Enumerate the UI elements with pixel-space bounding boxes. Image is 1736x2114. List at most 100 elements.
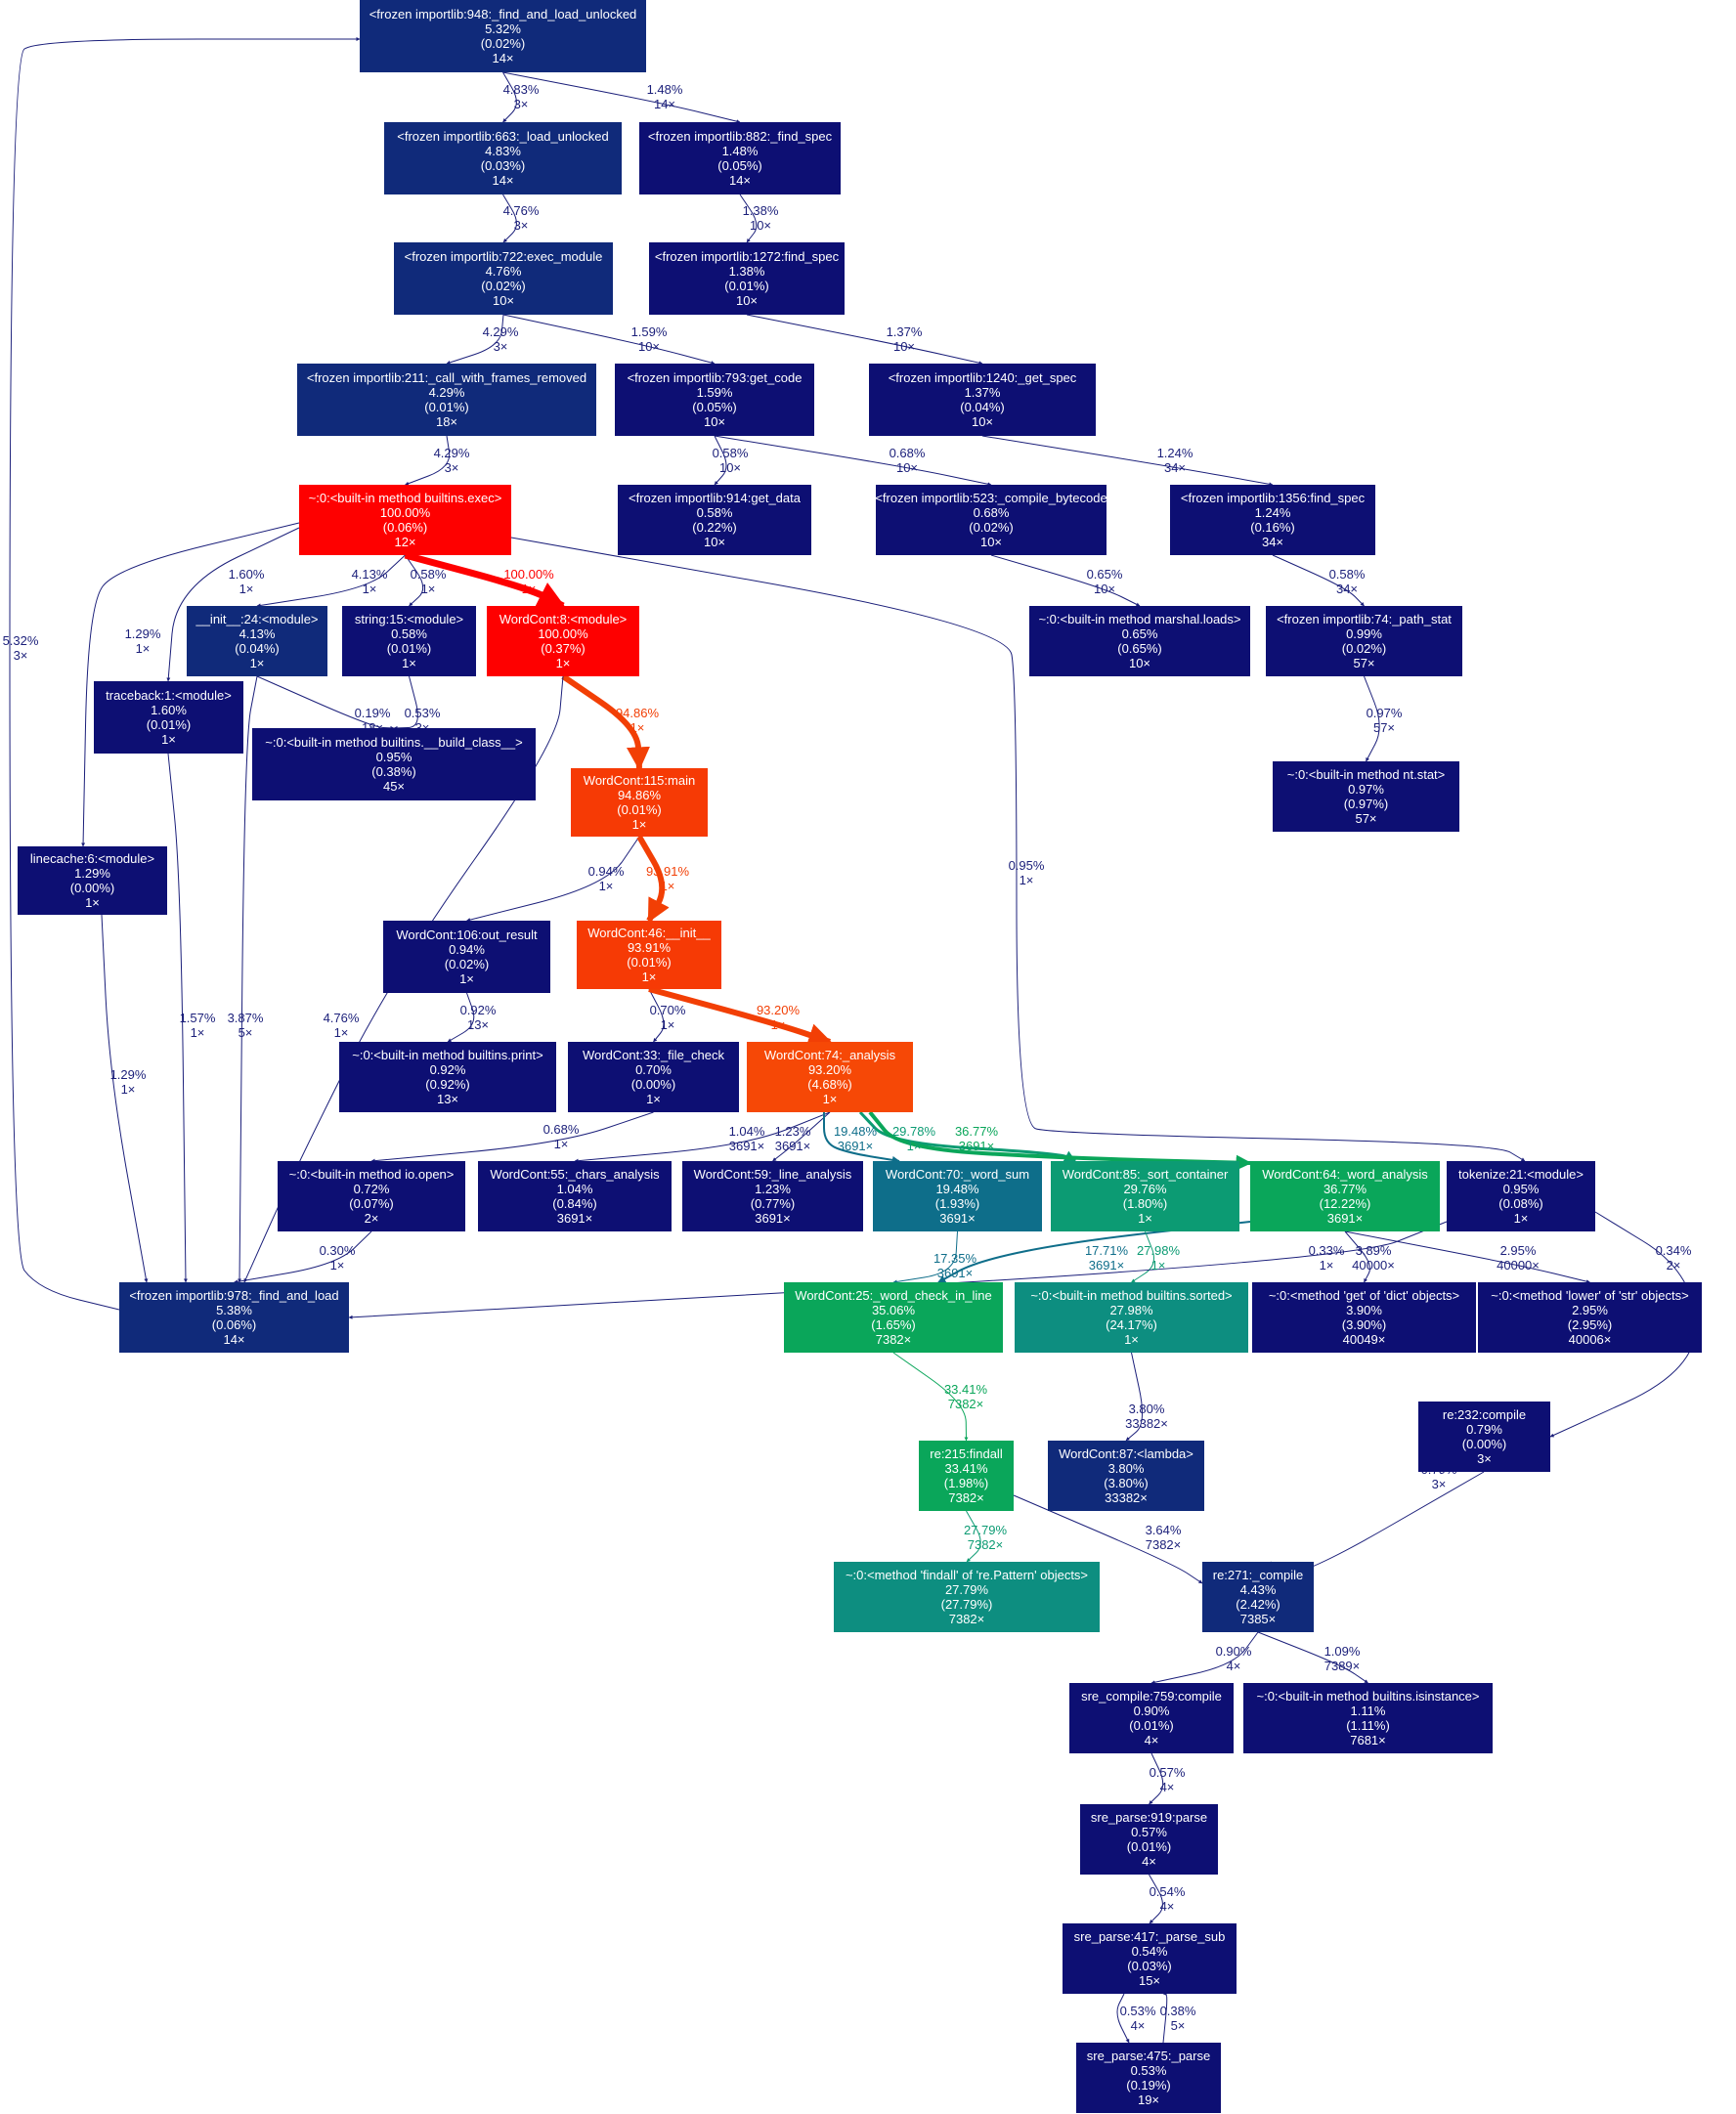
edge-percent: 36.77% bbox=[954, 1124, 999, 1139]
node-pattern-findall[interactable]: ~:0:<method 'findall' of 're.Pattern' ob… bbox=[834, 1562, 1100, 1632]
node-name: re:271:_compile bbox=[1212, 1568, 1304, 1582]
node-build-class[interactable]: ~:0:<built-in method builtins.__build_cl… bbox=[252, 728, 536, 800]
edge-label: 0.97%57× bbox=[1351, 706, 1417, 735]
node-name: WordCont:33:_file_check bbox=[582, 1048, 724, 1062]
edge-percent: 0.58% bbox=[1328, 567, 1366, 582]
node-calls: 13× bbox=[436, 1092, 459, 1106]
edge-label: 3.89%40000× bbox=[1340, 1243, 1407, 1273]
node-linecache[interactable]: linecache:6:<module>1.29%(0.00%)1× bbox=[18, 846, 167, 915]
edge-label: 27.98%1× bbox=[1125, 1243, 1192, 1273]
edge-calls: 1× bbox=[521, 582, 537, 596]
node-self: (1.11%) bbox=[1346, 1718, 1390, 1733]
edge-e50 bbox=[966, 1510, 981, 1563]
node-self: (0.07%) bbox=[349, 1196, 394, 1211]
edge-calls: 57× bbox=[1372, 720, 1396, 735]
node-total: 27.98% bbox=[1109, 1303, 1153, 1317]
edge-calls: 13× bbox=[466, 1017, 490, 1032]
node-self: (0.01%) bbox=[627, 955, 672, 970]
node-marshal[interactable]: ~:0:<built-in method marshal.loads>0.65%… bbox=[1029, 606, 1250, 676]
edge-percent: 17.35% bbox=[933, 1251, 977, 1266]
node-str-lower[interactable]: ~:0:<method 'lower' of 'str' objects>2.9… bbox=[1478, 1282, 1702, 1353]
edge-calls: 10× bbox=[718, 460, 742, 475]
node-lambda[interactable]: WordCont:87:<lambda>3.80%(3.80%)33382× bbox=[1048, 1441, 1204, 1511]
edge-calls: 7389× bbox=[1324, 1659, 1361, 1673]
node-name: WordCont:55:_chars_analysis bbox=[490, 1167, 660, 1182]
edge-percent: 4.29% bbox=[433, 446, 470, 460]
edge-calls: 3× bbox=[513, 97, 529, 111]
edge-percent: 0.92% bbox=[459, 1003, 497, 1017]
node-calls: 34× bbox=[1261, 535, 1284, 549]
node-traceback[interactable]: traceback:1:<module>1.60%(0.01%)1× bbox=[94, 681, 243, 754]
node-tokenize[interactable]: tokenize:21:<module>0.95%(0.08%)1× bbox=[1447, 1161, 1595, 1231]
edge-percent: 0.34% bbox=[1655, 1243, 1692, 1258]
node-total: 0.72% bbox=[353, 1182, 390, 1196]
node-total: 100.00% bbox=[379, 505, 431, 520]
node-calls: 45× bbox=[382, 779, 406, 794]
node-total: 19.48% bbox=[935, 1182, 979, 1196]
node-total: 0.90% bbox=[1133, 1704, 1170, 1718]
node-exec[interactable]: ~:0:<built-in method builtins.exec>100.0… bbox=[299, 485, 511, 555]
node-isinstance[interactable]: ~:0:<built-in method builtins.isinstance… bbox=[1243, 1683, 1493, 1753]
node-sorted[interactable]: ~:0:<built-in method builtins.sorted>27.… bbox=[1015, 1282, 1248, 1353]
edge-e36 bbox=[238, 675, 258, 1283]
node-calls: 4× bbox=[1142, 1854, 1156, 1869]
node-init[interactable]: WordCont:46:__init__93.91%(0.01%)1× bbox=[577, 921, 721, 989]
edge-calls: 34× bbox=[1335, 582, 1359, 596]
node-name: <frozen importlib:1356:find_spec bbox=[1180, 491, 1366, 505]
edge-percent: 0.38% bbox=[1159, 2004, 1196, 2018]
node-self: (1.80%) bbox=[1122, 1196, 1168, 1211]
node-dict-get[interactable]: ~:0:<method 'get' of 'dict' objects>3.90… bbox=[1252, 1282, 1476, 1353]
node-name: <frozen importlib:211:_call_with_frames_… bbox=[306, 370, 587, 385]
node-calls: 10× bbox=[971, 414, 994, 429]
edge-calls: 2× bbox=[1666, 1258, 1681, 1273]
edge-calls: 34× bbox=[1163, 460, 1187, 475]
node-nt-stat[interactable]: ~:0:<built-in method nt.stat>0.97%(0.97%… bbox=[1273, 761, 1459, 832]
node-name: ~:0:<method 'findall' of 're.Pattern' ob… bbox=[845, 1568, 1089, 1582]
node-calls: 19× bbox=[1137, 2092, 1160, 2107]
node-name: re:215:findall bbox=[930, 1446, 1003, 1461]
node-find-and-load-unlocked[interactable]: <frozen importlib:948:_find_and_load_unl… bbox=[360, 0, 646, 72]
edge-label: 0.34%2× bbox=[1640, 1243, 1707, 1273]
node-call-with-frames[interactable]: <frozen importlib:211:_call_with_frames_… bbox=[297, 364, 596, 436]
edge-label: 1.37%10× bbox=[871, 324, 937, 354]
node-init-module[interactable]: __init__:24:<module>4.13%(0.04%)1× bbox=[187, 606, 327, 676]
node-string-module[interactable]: string:15:<module>0.58%(0.01%)1× bbox=[342, 606, 476, 676]
node-io-open[interactable]: ~:0:<built-in method io.open>0.72%(0.07%… bbox=[278, 1161, 465, 1231]
node-calls: 33382× bbox=[1105, 1490, 1148, 1505]
edge-calls: 3× bbox=[1431, 1477, 1447, 1491]
node-self: (0.84%) bbox=[552, 1196, 597, 1211]
edge-percent: 0.94% bbox=[587, 864, 625, 879]
node-wordcont-module[interactable]: WordCont:8:<module>100.00%(0.37%)1× bbox=[487, 606, 639, 676]
node-print[interactable]: ~:0:<built-in method builtins.print>0.92… bbox=[339, 1042, 556, 1112]
edge-calls: 1× bbox=[120, 1082, 136, 1097]
